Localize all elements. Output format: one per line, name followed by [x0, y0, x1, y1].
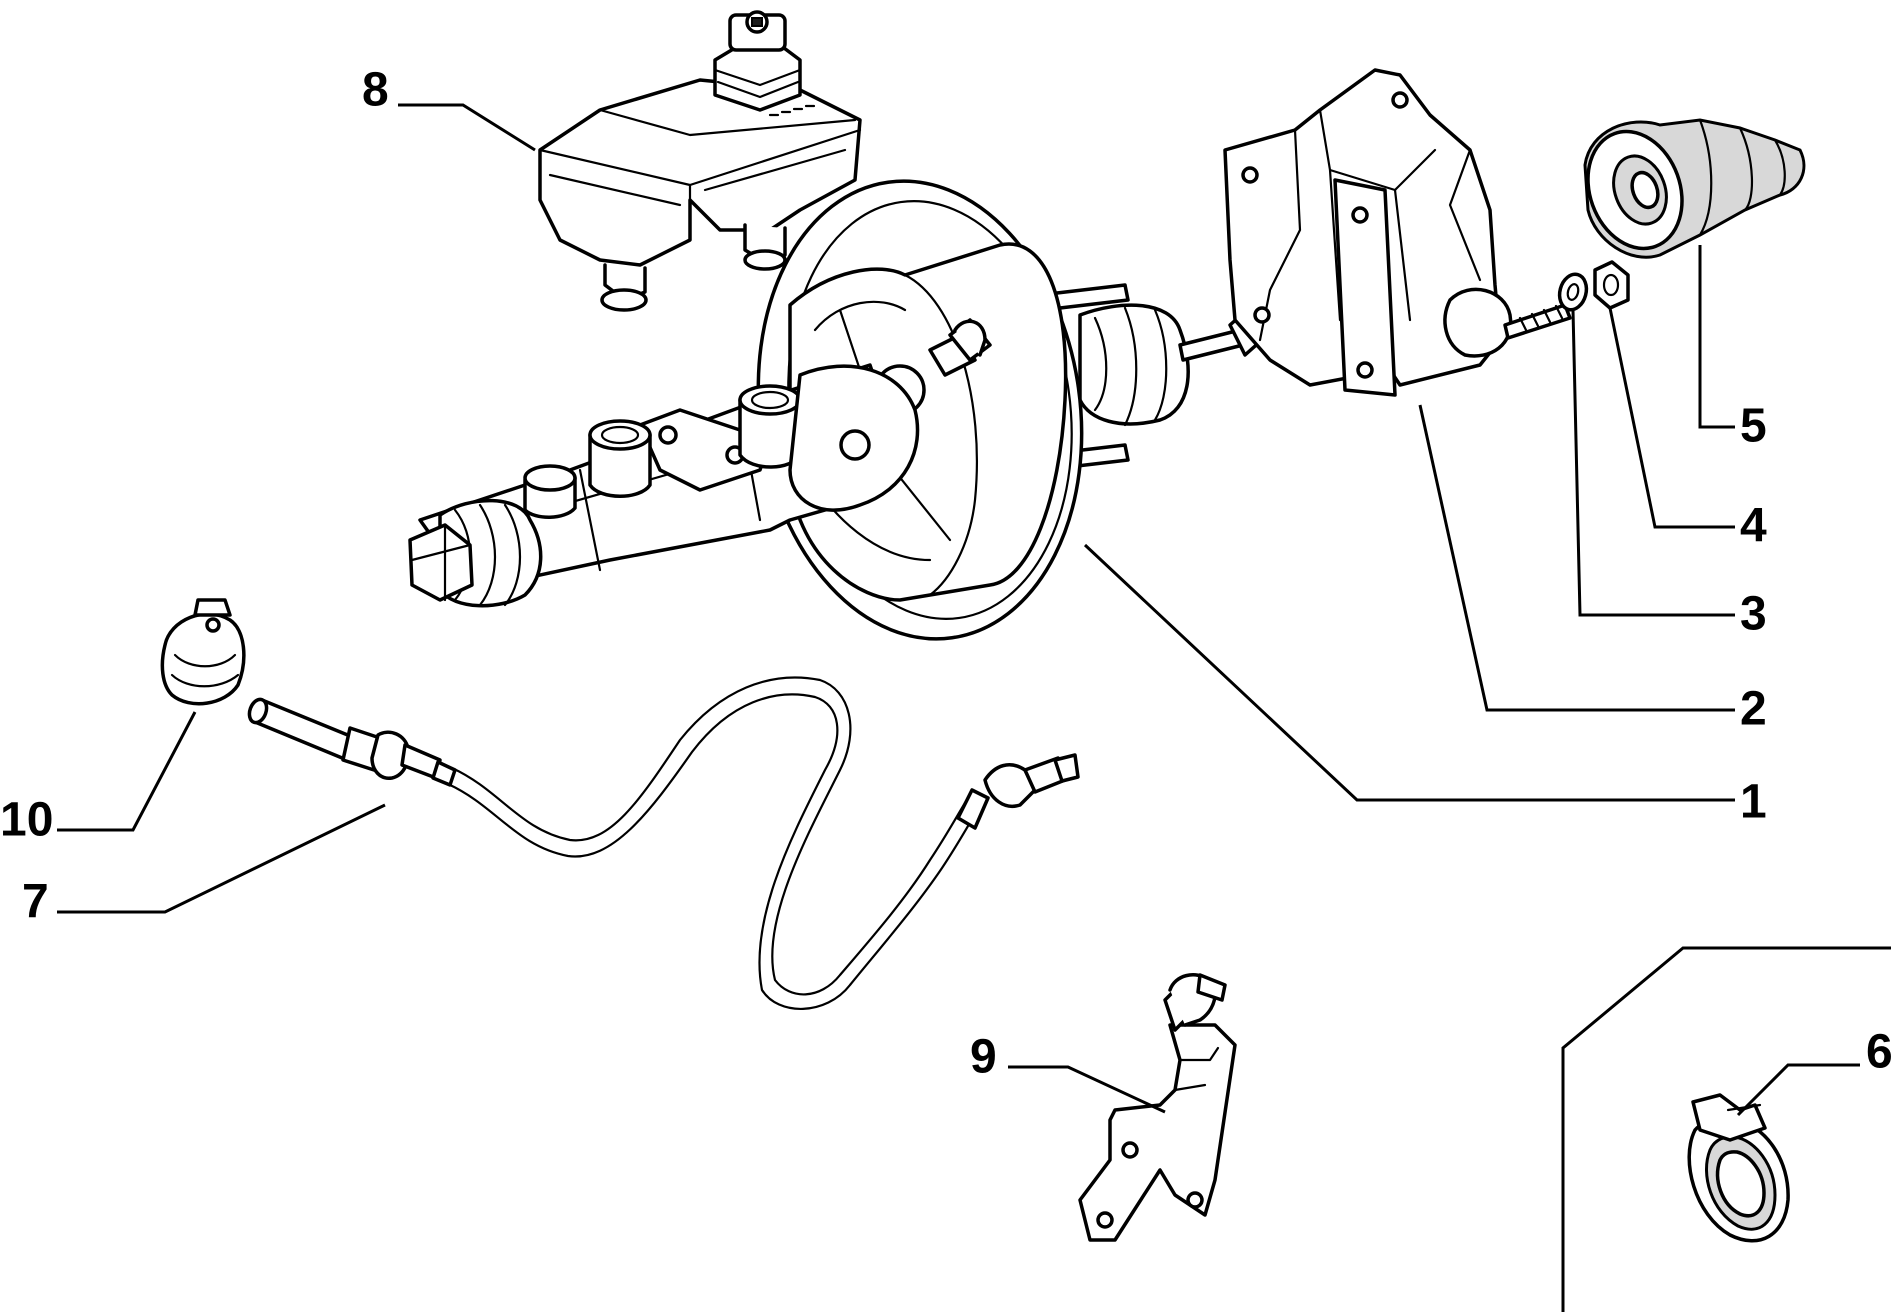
callout-labels: 1 2 3 4 5 6 7 8 9 10	[0, 64, 1891, 1084]
callout-6: 6	[1866, 1026, 1891, 1079]
callout-10: 10	[0, 794, 53, 847]
callout-4: 4	[1740, 500, 1767, 553]
leader-6	[1736, 1063, 1860, 1117]
leader-4	[1608, 307, 1735, 529]
callout-7: 7	[22, 876, 49, 929]
leader-2	[1418, 404, 1735, 712]
rubber-bellows-boot	[1583, 118, 1806, 259]
leader-5	[1698, 245, 1735, 429]
leader-7	[57, 803, 386, 914]
leader-3	[1571, 309, 1735, 617]
hex-nut	[1593, 260, 1630, 310]
callout-5: 5	[1740, 400, 1767, 453]
callout-3: 3	[1740, 588, 1767, 641]
brake-wear-sensor-cable	[247, 676, 1080, 1010]
fluid-reservoir	[538, 10, 862, 312]
hose-clip-small	[160, 598, 246, 706]
inset-frame	[1561, 946, 1891, 1312]
leader-lines	[57, 103, 1860, 1117]
callout-2: 2	[1740, 683, 1767, 736]
leader-10	[57, 711, 197, 832]
leader-8	[398, 103, 536, 152]
leader-1	[1083, 543, 1735, 802]
leader-9	[1008, 1065, 1166, 1114]
washer	[1557, 272, 1589, 312]
callout-9: 9	[970, 1031, 997, 1084]
callout-1: 1	[1740, 776, 1767, 829]
pedal-support-bracket	[1223, 68, 1572, 397]
brake-booster-assembly	[408, 179, 1302, 641]
callout-8: 8	[362, 64, 389, 117]
cable-mounting-bracket	[1078, 973, 1237, 1242]
hose-clamp	[1687, 1093, 1790, 1243]
